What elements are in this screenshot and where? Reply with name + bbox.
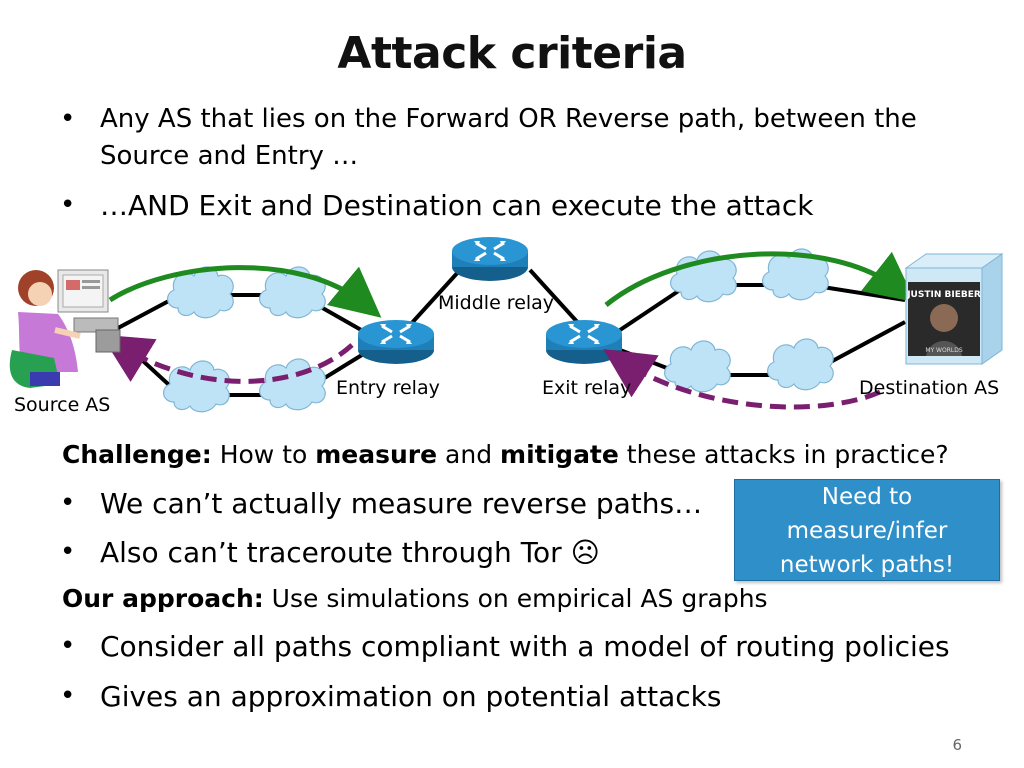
approach-text: Use simulations on empirical AS graphs bbox=[263, 584, 768, 613]
bullet-line-1: Any AS that lies on the Forward OR Rever… bbox=[100, 104, 917, 134]
challenge-bullet-text: We can’t actually measure reverse paths… bbox=[100, 487, 703, 520]
album-title-text: JUSTIN BIEBER bbox=[906, 290, 981, 300]
bullet-dot: • bbox=[60, 631, 76, 661]
reverse-path-arrow-right bbox=[603, 349, 881, 410]
challenge-mitigate: mitigate bbox=[500, 440, 619, 469]
source-user-icon bbox=[9, 269, 121, 388]
slide-title: Attack criteria bbox=[337, 28, 687, 79]
bullet-dot: • bbox=[60, 190, 76, 220]
page-number: 6 bbox=[952, 736, 962, 754]
bullet-dot: • bbox=[60, 488, 76, 518]
as-cloud bbox=[766, 338, 834, 391]
reverse-path-arrow-left bbox=[100, 334, 354, 384]
callout-box: Need to measure/infer network paths! bbox=[734, 479, 1000, 581]
approach-heading: Our approach: Use simulations on empiric… bbox=[62, 584, 768, 613]
bullet-line-2: Source and Entry … bbox=[100, 141, 359, 171]
destination-as-label: Destination AS bbox=[859, 377, 1000, 399]
bullet-text: …AND Exit and Destination can execute th… bbox=[100, 189, 814, 222]
callout-line: measure/infer bbox=[786, 518, 948, 544]
challenge-text-1: How to bbox=[211, 440, 316, 469]
bullet-dot: • bbox=[60, 104, 76, 134]
approach-lead: Our approach: bbox=[62, 584, 264, 613]
network-diagram: JUSTIN BIEBER MY WORLDS bbox=[9, 235, 1004, 413]
approach-bullet-text: Consider all paths compliant with a mode… bbox=[100, 630, 950, 663]
exit-relay-router-icon bbox=[544, 318, 624, 366]
challenge-text-3: these attacks in practice? bbox=[618, 440, 949, 469]
entry-relay-router-icon bbox=[356, 318, 436, 366]
forward-path-arrow-right bbox=[604, 251, 916, 307]
destination-server-icon: JUSTIN BIEBER MY WORLDS bbox=[904, 253, 1004, 365]
challenge-measure: measure bbox=[315, 440, 438, 469]
challenge-bullet-text: Also can’t traceroute through Tor ☹ bbox=[100, 536, 600, 569]
approach-bullet-text: Gives an approximation on potential atta… bbox=[100, 680, 722, 713]
as-cloud bbox=[663, 340, 731, 393]
album-subtitle-text: MY WORLDS bbox=[925, 347, 963, 354]
middle-relay-router-icon bbox=[450, 235, 530, 283]
as-cloud bbox=[162, 360, 230, 413]
entry-relay-label: Entry relay bbox=[336, 377, 440, 399]
exit-relay-label: Exit relay bbox=[542, 377, 632, 399]
bullet-dot: • bbox=[60, 537, 76, 567]
challenge-lead: Challenge: bbox=[62, 440, 212, 469]
middle-relay-label: Middle relay bbox=[438, 292, 555, 314]
challenge-heading: Challenge: How to measure and mitigate t… bbox=[62, 440, 949, 469]
challenge-text-2: and bbox=[437, 440, 501, 469]
as-cloud bbox=[258, 358, 326, 411]
forward-path-arrow-left bbox=[108, 265, 382, 318]
source-as-label: Source AS bbox=[14, 394, 111, 416]
bullet-dot: • bbox=[60, 681, 76, 711]
callout-line: network paths! bbox=[779, 552, 955, 578]
callout-line: Need to bbox=[821, 484, 913, 510]
